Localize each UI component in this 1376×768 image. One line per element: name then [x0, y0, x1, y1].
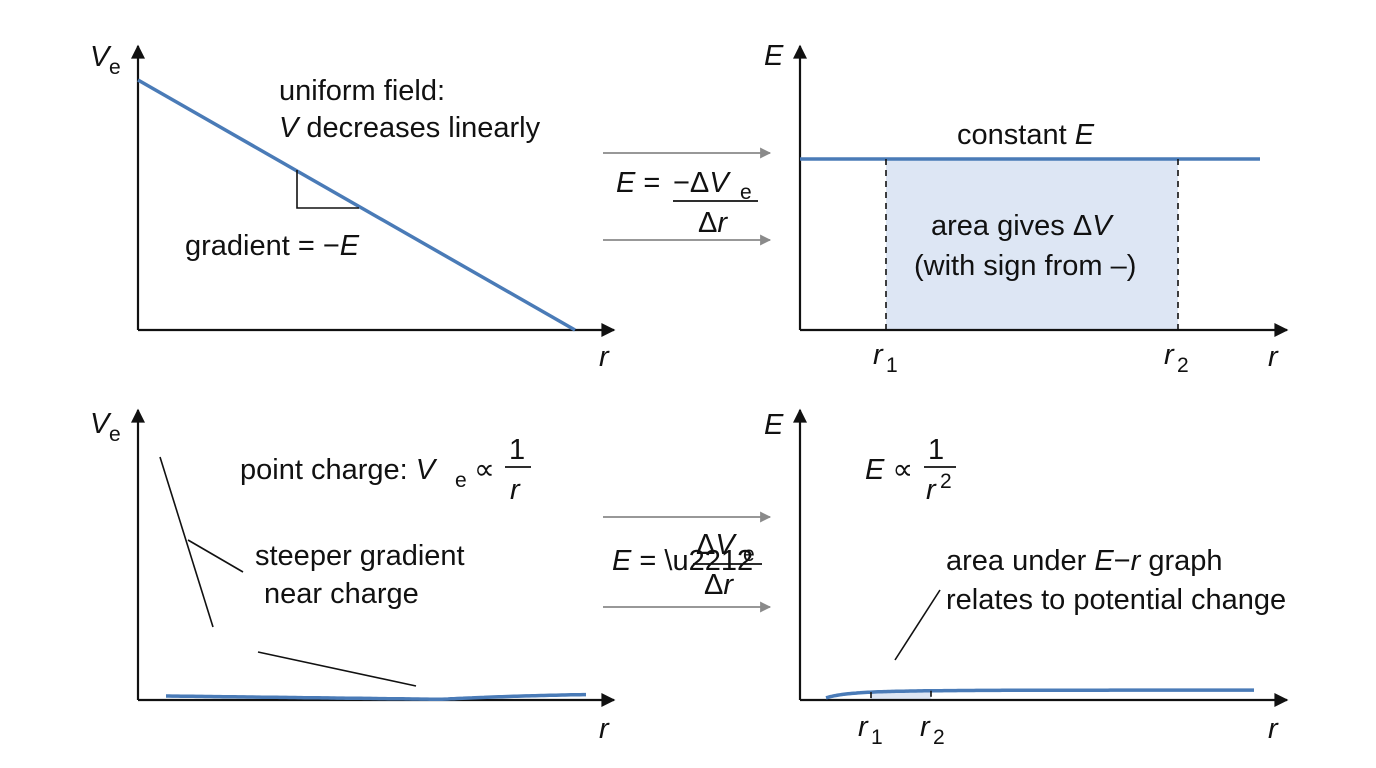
steeper-pointer [187, 539, 244, 573]
area-label-line1: area gives ΔV [931, 210, 1114, 242]
steeper-label-line1: steeper gradient [255, 540, 465, 572]
proportional-symbol: ∝ [474, 454, 495, 486]
equation-numerator-sub: e [740, 181, 752, 204]
y-axis-label: V [90, 41, 112, 73]
panel-point-potential: V e r point charge: V e ∝ 1 r steeper gr… [90, 408, 616, 745]
area-label-line1: area under E−r graph [946, 545, 1223, 577]
panel-uniform-potential: V e r uniform field: V decreases linearl… [90, 41, 616, 373]
area-pointer [894, 589, 941, 661]
x-axis-label: r [599, 341, 610, 373]
uniform-field-note-line1: uniform field: [279, 75, 445, 107]
equation-numerator-sub: e [743, 543, 755, 566]
y-axis-label-sub: e [109, 423, 121, 446]
steep-tangent [159, 456, 214, 628]
potential-line [137, 78, 576, 332]
equation-numerator: −ΔV [673, 167, 731, 199]
equation-numerator: ΔV [696, 529, 737, 561]
steeper-label-line2: near charge [264, 578, 419, 610]
potential-curve [166, 692, 586, 702]
fraction-denominator: r [926, 474, 937, 506]
field-curve [825, 688, 1254, 700]
r1-label: r [873, 339, 884, 371]
r2-sub: 2 [933, 726, 945, 749]
uniform-field-note-line2: V decreases linearly [279, 112, 541, 144]
relation-point: E = \u2212 ΔV e Δr [603, 511, 772, 613]
r1-label: r [858, 711, 869, 743]
x-axis-label: r [1268, 713, 1279, 745]
gradient-triangle [296, 170, 359, 209]
point-charge-label: point charge: V [240, 454, 438, 486]
fraction-denominator-sup: 2 [940, 470, 952, 493]
area-label-line2: (with sign from –) [914, 250, 1136, 282]
relation-uniform: E = −ΔV e Δr [603, 147, 772, 246]
r2-label: r [1164, 339, 1175, 371]
panel-uniform-field: E r constant E area gives ΔV (with sign … [764, 40, 1289, 377]
gradient-label: gradient = −E [185, 230, 360, 262]
area-label-line2: relates to potential change [946, 584, 1286, 616]
y-axis-label-sub: e [109, 56, 121, 79]
fraction-numerator: 1 [509, 434, 525, 466]
y-axis-label: E [764, 40, 784, 72]
x-axis-label: r [1268, 341, 1279, 373]
panel-point-field: E r E ∝ 1 r 2 area under E−r graph relat… [764, 408, 1289, 749]
field-relation: E ∝ [865, 454, 913, 486]
x-axis-label: r [599, 713, 610, 745]
r2-sub: 2 [1177, 354, 1189, 377]
equation-lhs: E = \u2212 [612, 545, 753, 577]
y-axis-label: V [90, 408, 112, 440]
fraction-numerator: 1 [928, 434, 944, 466]
constant-e-label: constant E [957, 119, 1095, 151]
y-axis-label: E [764, 409, 784, 441]
area-shading [886, 159, 1178, 330]
equation-denominator: Δr [704, 569, 734, 601]
point-charge-sub: e [455, 469, 467, 492]
r1-sub: 1 [886, 354, 898, 377]
equation-denominator: Δr [698, 207, 728, 239]
r2-label: r [920, 711, 931, 743]
shallow-tangent [257, 651, 417, 687]
equation-lhs: E = [616, 167, 660, 199]
fraction-denominator: r [510, 474, 521, 506]
r1-sub: 1 [871, 726, 883, 749]
